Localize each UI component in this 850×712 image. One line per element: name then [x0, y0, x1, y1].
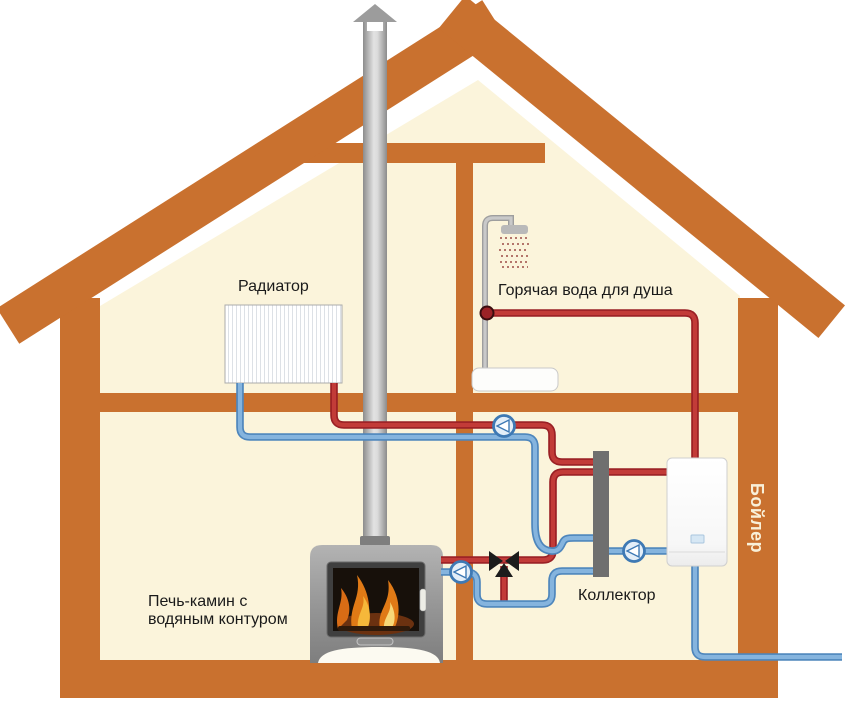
- chimney-pipe: [363, 16, 387, 546]
- stove: [310, 545, 443, 663]
- ground-floor: [60, 660, 778, 698]
- chimney-collar: [360, 536, 390, 546]
- fire: [337, 575, 414, 635]
- three-way-valve: [489, 551, 519, 577]
- label-stove-line2: водяным контуром: [148, 611, 288, 628]
- label-stove-line1: Печь-камин с: [148, 593, 247, 610]
- washbasin: [471, 367, 559, 392]
- chimney: [353, 4, 397, 546]
- chimney-cap-cone: [353, 4, 397, 22]
- roof-right-slope: [438, 0, 845, 338]
- house-frame: [60, 143, 778, 698]
- radiator-panel: [224, 304, 343, 384]
- label-collector: Коллектор: [578, 587, 656, 604]
- interior-wall: [456, 152, 473, 662]
- right-wall: [738, 298, 778, 698]
- pump-boiler-circuit: [622, 539, 646, 563]
- stove-door-handle: [419, 588, 427, 612]
- label-shower: Горячая вода для душа: [498, 282, 673, 299]
- stove-base-arch: [318, 647, 440, 663]
- stove-ash-handle: [356, 637, 394, 646]
- supply-tap-dot: [479, 305, 495, 321]
- label-radiator: Радиатор: [238, 278, 309, 295]
- shower-unit: [485, 218, 532, 370]
- pump-radiator-circuit: [492, 414, 516, 438]
- shower-head: [501, 225, 528, 234]
- pump-stove-circuit: [449, 560, 473, 584]
- radiator: [224, 304, 343, 384]
- mid-floor-beam: [100, 393, 740, 412]
- boiler-body: [666, 457, 728, 567]
- label-boiler: Бойлер: [747, 483, 767, 553]
- house-interior: [100, 80, 740, 662]
- boiler-display: [690, 534, 705, 544]
- left-wall: [60, 298, 100, 698]
- attic-tie-beam: [270, 143, 545, 163]
- collector-manifold: [593, 451, 609, 577]
- shower-spray: [499, 237, 532, 268]
- boiler-unit: [666, 457, 728, 567]
